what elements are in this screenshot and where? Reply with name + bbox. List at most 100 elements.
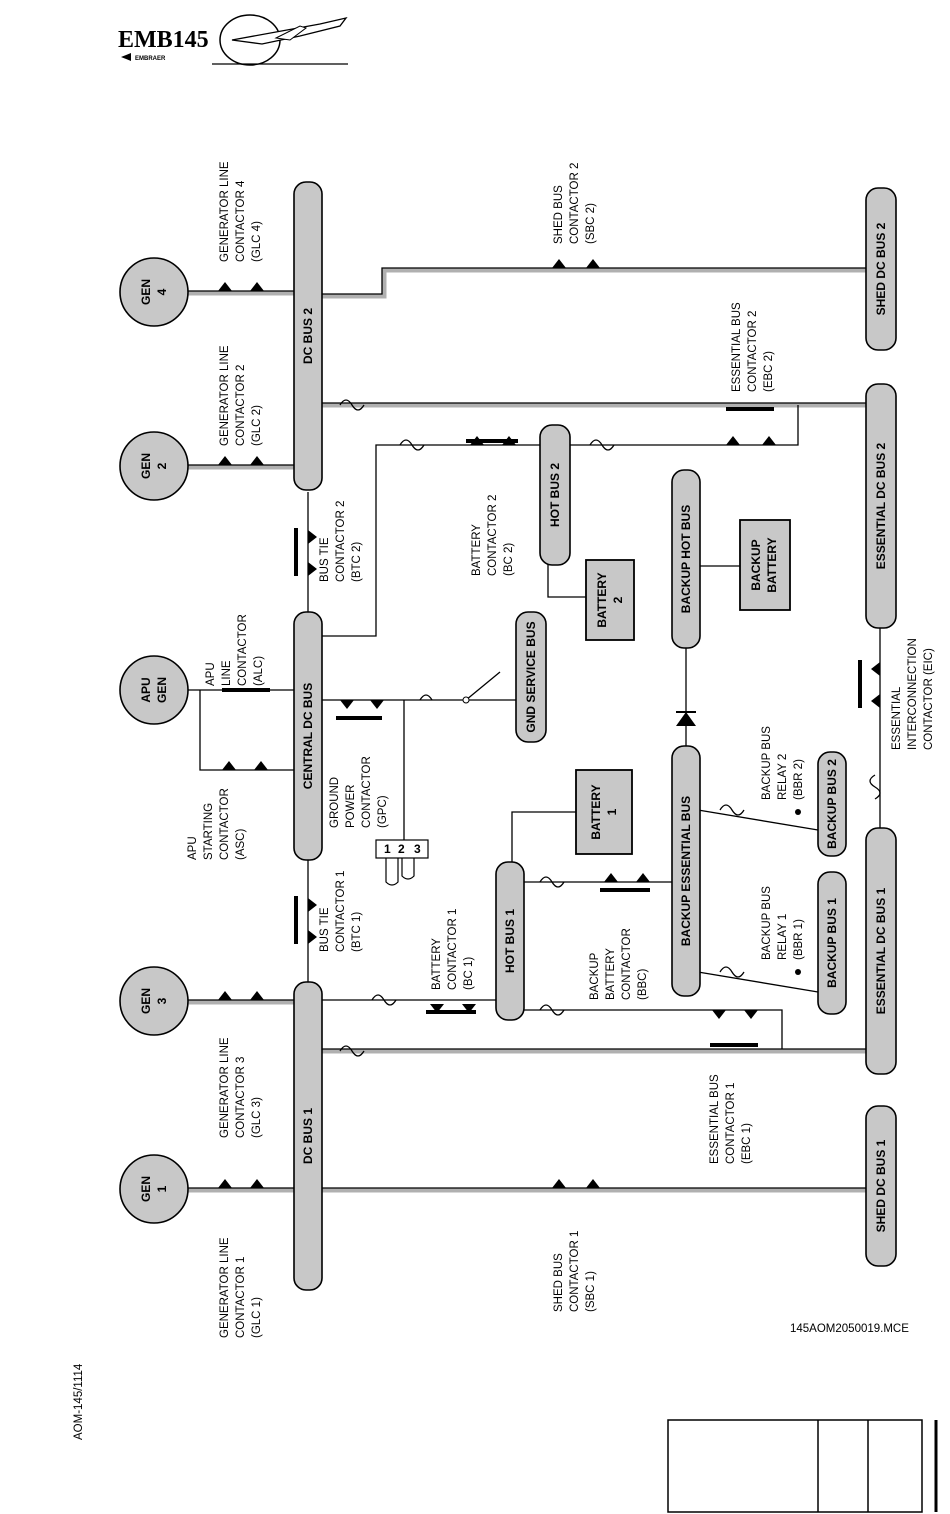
embraer-logo: EMB145 EMBRAER <box>118 14 348 66</box>
label-ebc2: ESSENTIAL BUS CONTACTOR 2 (EBC 2) <box>731 302 775 392</box>
svg-text:1: 1 <box>155 1185 169 1192</box>
backup-essential-bus: BACKUP ESSENTIAL BUS <box>671 745 701 997</box>
svg-text:BACKUP BUS 1: BACKUP BUS 1 <box>825 898 839 988</box>
svg-text:(ASC): (ASC) <box>235 829 247 860</box>
svg-text:CONTACTOR 2: CONTACTOR 2 <box>487 495 499 576</box>
svg-text:HOT BUS 2: HOT BUS 2 <box>548 463 562 527</box>
svg-text:GENERATOR LINE: GENERATOR LINE <box>219 1237 231 1338</box>
svg-text:(BBR 1): (BBR 1) <box>793 919 805 960</box>
svg-text:BACKUP HOT BUS: BACKUP HOT BUS <box>679 505 693 613</box>
svg-text:CONTACTOR 1: CONTACTOR 1 <box>235 1257 247 1338</box>
svg-text:CONTACTOR (EIC): CONTACTOR (EIC) <box>923 648 935 750</box>
svg-text:3: 3 <box>155 997 169 1004</box>
svg-text:SHED DC BUS 1: SHED DC BUS 1 <box>874 1139 888 1232</box>
contactor-labels: GENERATOR LINE CONTACTOR 4 (GLC 4) GENER… <box>187 161 935 1338</box>
label-alc: APU LINE CONTACTOR (ALC) <box>205 614 265 686</box>
svg-text:GENERATOR LINE: GENERATOR LINE <box>219 161 231 262</box>
svg-text:STARTING: STARTING <box>203 803 215 860</box>
gen-4: GEN 4 <box>119 257 189 327</box>
label-glc3: GENERATOR LINE CONTACTOR 3 (GLC 3) <box>219 1037 263 1138</box>
label-glc2: GENERATOR LINE CONTACTOR 2 (GLC 2) <box>219 345 263 446</box>
svg-text:2: 2 <box>611 596 625 603</box>
svg-text:(SBC 1): (SBC 1) <box>585 1271 597 1312</box>
svg-text:GEN: GEN <box>139 988 153 1014</box>
svg-text:(EBC 1): (EBC 1) <box>741 1123 753 1164</box>
svg-text:BUS TIE: BUS TIE <box>319 907 331 952</box>
fuses <box>339 399 881 1057</box>
gen-3: GEN 3 <box>119 966 189 1036</box>
label-bbc: BACKUP BATTERY CONTACTOR (BBC) <box>589 928 649 1000</box>
gen-2: GEN 2 <box>119 431 189 501</box>
svg-text:GROUND: GROUND <box>329 777 341 828</box>
svg-text:CONTACTOR 1: CONTACTOR 1 <box>725 1083 737 1164</box>
doc-ref: AOM-145/1114 <box>73 1363 85 1440</box>
shed-dc-bus-2: SHED DC BUS 2 <box>865 187 897 351</box>
label-glc4: GENERATOR LINE CONTACTOR 4 (GLC 4) <box>219 161 263 262</box>
svg-text:CENTRAL DC BUS: CENTRAL DC BUS <box>301 683 315 789</box>
svg-text:(SBC 2): (SBC 2) <box>585 203 597 244</box>
svg-text:(BBC): (BBC) <box>637 969 649 1000</box>
label-eic: ESSENTIAL INTERCONNECTION CONTACTOR (EIC… <box>891 638 935 750</box>
svg-text:(GLC 3): (GLC 3) <box>251 1097 263 1138</box>
backup-bus-1: BACKUP BUS 1 <box>817 871 847 1015</box>
svg-text:APU: APU <box>139 677 153 702</box>
svg-text:SHED BUS: SHED BUS <box>553 1253 565 1312</box>
svg-text:INTERCONNECTION: INTERCONNECTION <box>907 638 919 750</box>
svg-text:(EBC 2): (EBC 2) <box>763 351 775 392</box>
label-bc1: BATTERY CONTACTOR 1 (BC 1) <box>431 909 475 990</box>
svg-text:(BTC 1): (BTC 1) <box>351 912 363 952</box>
svg-text:BATTERY: BATTERY <box>595 572 609 627</box>
svg-text:BUS TIE: BUS TIE <box>319 537 331 582</box>
svg-text:CONTACTOR 2: CONTACTOR 2 <box>569 163 581 244</box>
label-gpc: GROUND POWER CONTACTOR (GPC) <box>329 756 389 828</box>
svg-text:2: 2 <box>155 462 169 469</box>
svg-text:RELAY 1: RELAY 1 <box>777 914 789 960</box>
label-sbc1: SHED BUS CONTACTOR 1 (SBC 1) <box>553 1231 597 1312</box>
label-btc1: BUS TIE CONTACTOR 1 (BTC 1) <box>319 871 363 952</box>
svg-text:GEN: GEN <box>139 453 153 479</box>
svg-text:GENERATOR LINE: GENERATOR LINE <box>219 345 231 446</box>
label-bc2: BATTERY CONTACTOR 2 (BC 2) <box>471 495 515 576</box>
hot-bus-1: HOT BUS 1 <box>495 861 525 1021</box>
svg-text:ESSENTIAL BUS: ESSENTIAL BUS <box>731 302 743 392</box>
svg-text:(ALC): (ALC) <box>253 656 265 686</box>
svg-text:BACKUP BUS: BACKUP BUS <box>761 726 773 800</box>
dc-bus-1: DC BUS 1 <box>293 981 323 1291</box>
svg-text:SHED DC BUS 2: SHED DC BUS 2 <box>874 222 888 315</box>
svg-text:CONTACTOR 4: CONTACTOR 4 <box>235 180 247 262</box>
svg-text:(BBR 2): (BBR 2) <box>793 759 805 800</box>
gen-1: GEN 1 <box>119 1154 189 1224</box>
svg-text:BACKUP: BACKUP <box>589 952 601 1000</box>
svg-text:(GLC 4): (GLC 4) <box>251 221 263 262</box>
hot-bus-2: HOT BUS 2 <box>539 424 571 566</box>
svg-text:BATTERY: BATTERY <box>765 537 779 592</box>
label-glc1: GENERATOR LINE CONTACTOR 1 (GLC 1) <box>219 1237 263 1338</box>
logo-model: EMB145 <box>118 27 209 53</box>
label-bbr1: BACKUP BUS RELAY 1 (BBR 1) <box>761 886 805 960</box>
svg-text:CONTACTOR 1: CONTACTOR 1 <box>569 1231 581 1312</box>
svg-text:BACKUP ESSENTIAL BUS: BACKUP ESSENTIAL BUS <box>679 796 693 946</box>
svg-text:GND SERVICE BUS: GND SERVICE BUS <box>524 621 538 732</box>
svg-text:HOT BUS 1: HOT BUS 1 <box>503 909 517 973</box>
essential-dc-bus-1: ESSENTIAL DC BUS 1 <box>865 827 897 1075</box>
backup-bus-2: BACKUP BUS 2 <box>817 751 847 857</box>
svg-text:(BTC 2): (BTC 2) <box>351 542 363 582</box>
svg-text:(GLC 2): (GLC 2) <box>251 405 263 446</box>
apu-gen: APU GEN <box>119 655 189 725</box>
svg-text:RELAY 2: RELAY 2 <box>777 754 789 800</box>
svg-text:ESSENTIAL DC BUS 1: ESSENTIAL DC BUS 1 <box>874 887 888 1014</box>
svg-text:CONTACTOR: CONTACTOR <box>361 756 373 828</box>
label-asc: APU STARTING CONTACTOR (ASC) <box>187 788 247 860</box>
svg-text:BACKUP BUS 2: BACKUP BUS 2 <box>825 759 839 849</box>
gnd-service-bus: GND SERVICE BUS <box>515 611 547 743</box>
svg-text:GEN: GEN <box>155 677 169 703</box>
svg-text:1: 1 <box>384 842 391 856</box>
wiring <box>188 267 881 1193</box>
svg-text:CONTACTOR 1: CONTACTOR 1 <box>335 871 347 952</box>
svg-text:APU: APU <box>205 662 217 686</box>
svg-text:BATTERY: BATTERY <box>589 784 603 839</box>
svg-text:CONTACTOR 1: CONTACTOR 1 <box>447 909 459 990</box>
revision-table <box>667 1419 938 1513</box>
svg-text:4: 4 <box>155 288 169 295</box>
